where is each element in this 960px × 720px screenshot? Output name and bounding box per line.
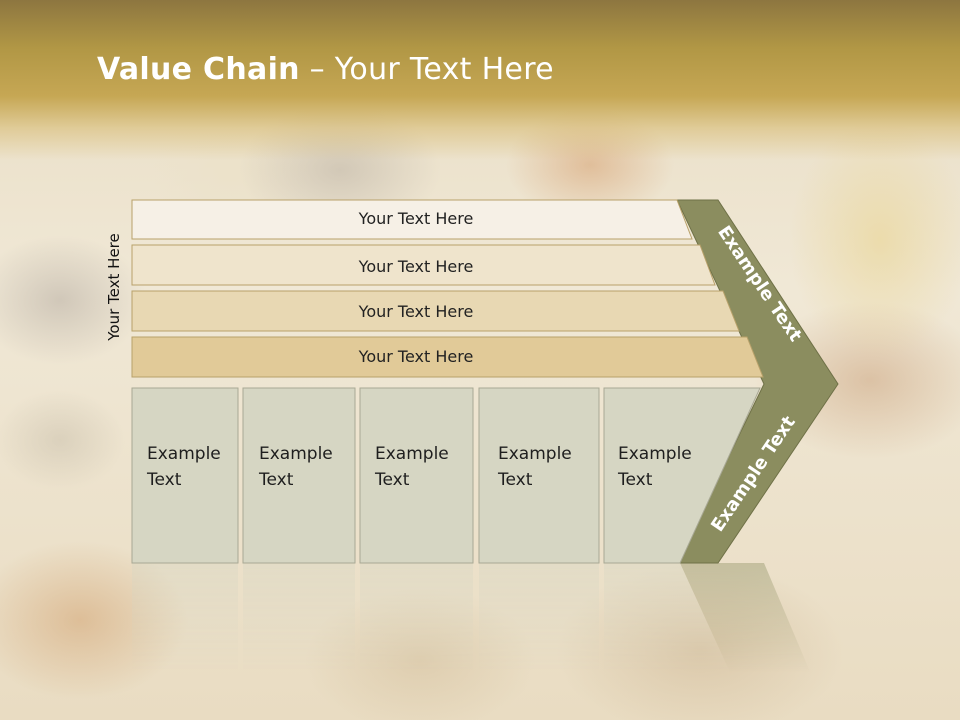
reflection: [132, 563, 831, 720]
activity-box-3-line2: Text: [374, 470, 410, 490]
row-3-label: Your Text Here: [358, 302, 474, 321]
slide-title-rest: – Your Text Here: [299, 52, 554, 87]
activity-box-1-line2: Text: [146, 470, 182, 490]
slide-title: Value Chain – Your Text Here: [97, 52, 554, 87]
reflection-box: [604, 563, 752, 720]
row-stack: Your Text Here Your Text Here Your Text …: [131, 199, 764, 378]
row-2-label: Your Text Here: [358, 257, 474, 276]
header-band: [0, 0, 960, 160]
row-2-bar: [131, 244, 716, 286]
row-3-bar: [131, 290, 740, 332]
activity-box-2-line2: Text: [258, 470, 294, 490]
row-4-label: Your Text Here: [358, 347, 474, 366]
activity-box-4-line2: Text: [497, 470, 533, 490]
row-1-label: Your Text Here: [358, 209, 474, 228]
activity-box-4: [478, 387, 600, 564]
row-4-bar: [131, 336, 764, 378]
row-1-bar: [131, 199, 693, 240]
activity-box-2-line1: Example: [259, 444, 333, 464]
activity-box-5-line1: Example: [618, 444, 692, 464]
reflection-chevron: [680, 563, 831, 720]
activity-box-5: [603, 387, 761, 564]
activity-box-1: [131, 387, 239, 564]
reflection-box: [243, 563, 355, 720]
activity-box-4-line1: Example: [498, 444, 572, 464]
reflection-box: [479, 563, 599, 720]
activity-box-1-line1: Example: [147, 444, 221, 464]
activity-box-2: [242, 387, 356, 564]
slide-title-bold: Value Chain: [97, 52, 300, 87]
activity-box-3-line1: Example: [375, 444, 449, 464]
chevron-arrow: [676, 199, 839, 564]
activity-boxes: Example Text Example Text Example Text E…: [131, 387, 761, 564]
activity-box-5-line2: Text: [617, 470, 653, 490]
activity-box-3: [359, 387, 474, 564]
reflection-box: [360, 563, 473, 720]
reflection-box: [132, 563, 238, 720]
